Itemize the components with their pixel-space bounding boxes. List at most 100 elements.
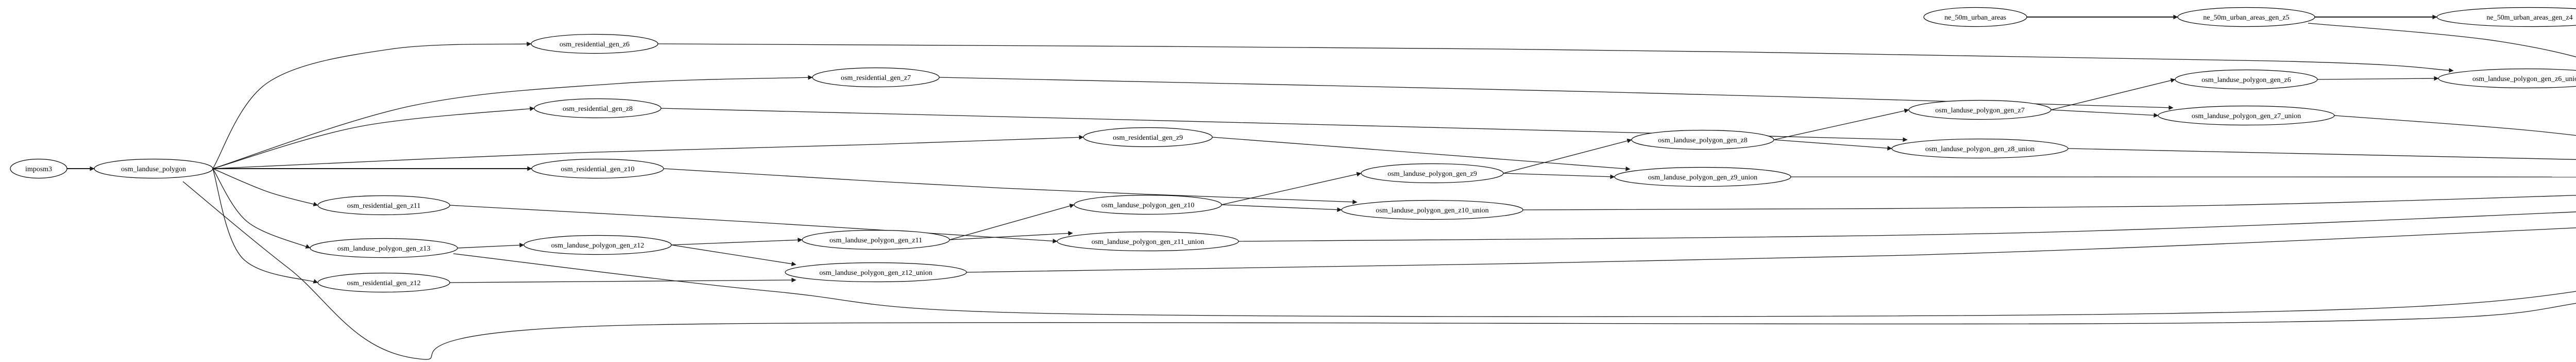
node-label-osm_landuse_polygon_gen_z10_union: osm_landuse_polygon_gen_z10_union <box>1376 207 1488 215</box>
node-ne_50m_urban_areas_gen_z4: ne_50m_urban_areas_gen_z4 <box>2436 7 2576 27</box>
edge-osm_landuse_polygon--layer_landuse-z14+ <box>182 181 2576 360</box>
node-osm_landuse_polygon_gen_z12: osm_landuse_polygon_gen_z12 <box>523 235 672 255</box>
edge-osm_landuse_polygon_gen_z10--osm_landuse_polygon_gen_z10_union <box>1221 204 1342 212</box>
node-label-osm_landuse_polygon_gen_z11: osm_landuse_polygon_gen_z11 <box>829 237 922 244</box>
edge-osm_residential_gen_z11--osm_landuse_polygon_gen_z11_union <box>449 205 1058 243</box>
edge-osm_landuse_polygon_gen_z13--osm_landuse_polygon_gen_z12 <box>457 242 524 249</box>
node-ellipse-osm_residential_gen_z10 <box>531 158 664 179</box>
node-imposm3: imposm3 <box>10 158 67 179</box>
edge-osm_landuse_polygon_gen_z9--osm_landuse_polygon_gen_z9_union <box>1503 173 1615 179</box>
node-osm_residential_gen_z8: osm_residential_gen_z8 <box>534 98 662 119</box>
edge-osm_landuse_polygon_gen_z6--osm_landuse_polygon_gen_z6_union <box>2317 76 2439 81</box>
edge-osm_residential_gen_z10--osm_landuse_polygon_gen_z10_union <box>663 168 1358 205</box>
node-osm_landuse_polygon_gen_z8_union: osm_landuse_polygon_gen_z8_union <box>1891 138 2069 159</box>
node-ellipse-osm_landuse_polygon_gen_z12 <box>523 235 672 255</box>
edge-osm_landuse_polygon_gen_z12--osm_landuse_polygon_gen_z12_union <box>671 244 796 267</box>
node-ellipse-osm_landuse_polygon_gen_z6_union <box>2438 68 2576 89</box>
edge-osm_landuse_polygon_gen_z7_union--layer_landuse-z7 <box>2334 115 2576 136</box>
node-label-osm_landuse_polygon_gen_z10: osm_landuse_polygon_gen_z10 <box>1101 202 1194 209</box>
node-label-osm_landuse_polygon_gen_z12_union: osm_landuse_polygon_gen_z12_union <box>819 269 932 277</box>
node-ellipse-imposm3 <box>10 158 67 179</box>
node-ellipse-osm_residential_gen_z7 <box>812 67 940 88</box>
node-label-osm_landuse_polygon_gen_z7_union: osm_landuse_polygon_gen_z7_union <box>2192 112 2301 120</box>
node-osm_residential_gen_z10: osm_residential_gen_z10 <box>531 158 664 179</box>
edge-osm_landuse_polygon_gen_z10_union--layer_landuse-z10 <box>1522 195 2576 210</box>
node-label-osm_landuse_polygon_gen_z6: osm_landuse_polygon_gen_z6 <box>2201 76 2291 84</box>
nodes-layer: imposm3 osm_landuse_polygon osm_residentia… <box>10 7 2576 293</box>
node-label-ne_50m_urban_areas: ne_50m_urban_areas <box>1944 14 2006 22</box>
edge-osm_landuse_polygon_gen_z7--osm_landuse_polygon_gen_z7_union <box>2050 109 2159 118</box>
edge-osm_landuse_polygon--osm_landuse_polygon_gen_z13 <box>212 168 311 249</box>
edge-osm_landuse_polygon_gen_z9--osm_landuse_polygon_gen_z8 <box>1503 138 1632 174</box>
node-label-osm_landuse_polygon_gen_z9: osm_landuse_polygon_gen_z9 <box>1387 170 1477 178</box>
node-osm_landuse_polygon_gen_z10: osm_landuse_polygon_gen_z10 <box>1074 194 1222 215</box>
node-ellipse-osm_residential_gen_z8 <box>534 98 662 119</box>
edge-osm_residential_gen_z12--osm_landuse_polygon_gen_z12_union <box>449 277 796 283</box>
node-label-imposm3: imposm3 <box>25 166 52 173</box>
node-label-osm_landuse_polygon_gen_z7: osm_landuse_polygon_gen_z7 <box>1935 107 2024 114</box>
node-label-osm_landuse_polygon_gen_z8: osm_landuse_polygon_gen_z8 <box>1658 137 1747 144</box>
node-osm_landuse_polygon_gen_z9_union: osm_landuse_polygon_gen_z9_union <box>1614 167 1791 187</box>
edge-osm_landuse_polygon_gen_z13--layer_landuse-z13 <box>453 253 2576 317</box>
edge-osm_residential_gen_z6--osm_landuse_polygon_gen_z6_union <box>657 43 2454 73</box>
node-ne_50m_urban_areas: ne_50m_urban_areas <box>1923 7 2027 27</box>
node-label-osm_residential_gen_z9: osm_residential_gen_z9 <box>1113 134 1183 142</box>
node-osm_landuse_polygon_gen_z9: osm_landuse_polygon_gen_z9 <box>1361 163 1504 184</box>
node-ellipse-ne_50m_urban_areas_gen_z4 <box>2436 7 2576 27</box>
edge-osm_landuse_polygon_gen_z11_union--layer_landuse-z11 <box>1238 211 2576 242</box>
node-ellipse-osm_landuse_polygon_gen_z11_union <box>1057 231 1239 252</box>
node-osm_landuse_polygon: osm_landuse_polygon <box>94 158 213 179</box>
node-osm_landuse_polygon_gen_z7: osm_landuse_polygon_gen_z7 <box>1908 100 2052 120</box>
edge-osm_landuse_polygon_gen_z12--osm_landuse_polygon_gen_z11 <box>671 237 803 245</box>
edge-ne_50m_urban_areas_gen_z5--layer_landuse-z5 <box>2308 23 2576 58</box>
edge-osm_landuse_polygon--osm_residential_gen_z11 <box>212 168 318 207</box>
node-ellipse-osm_landuse_polygon_gen_z9 <box>1361 163 1504 184</box>
edge-osm_landuse_polygon_gen_z12_union--layer_landuse-z12 <box>966 227 2576 273</box>
node-ellipse-ne_50m_urban_areas_gen_z5 <box>2177 7 2315 27</box>
edge-osm_landuse_polygon_gen_z8--osm_landuse_polygon_gen_z7 <box>1773 108 1909 140</box>
node-label-osm_landuse_polygon_gen_z8_union: osm_landuse_polygon_gen_z8_union <box>1925 145 2035 153</box>
node-ellipse-osm_landuse_polygon_gen_z6 <box>2175 69 2318 90</box>
node-label-osm_landuse_polygon: osm_landuse_polygon <box>121 166 186 173</box>
node-osm_landuse_polygon_gen_z6: osm_landuse_polygon_gen_z6 <box>2175 69 2318 90</box>
node-label-osm_landuse_polygon_gen_z13: osm_landuse_polygon_gen_z13 <box>337 245 430 253</box>
node-osm_residential_gen_z7: osm_residential_gen_z7 <box>812 67 940 88</box>
node-ne_50m_urban_areas_gen_z5: ne_50m_urban_areas_gen_z5 <box>2177 7 2315 27</box>
node-osm_landuse_polygon_gen_z6_union: osm_landuse_polygon_gen_z6_union <box>2438 68 2576 89</box>
node-ellipse-osm_landuse_polygon <box>94 158 213 179</box>
node-ellipse-osm_residential_gen_z9 <box>1083 127 1213 147</box>
node-osm_landuse_polygon_gen_z13: osm_landuse_polygon_gen_z13 <box>310 238 458 258</box>
node-osm_landuse_polygon_gen_z11_union: osm_landuse_polygon_gen_z11_union <box>1057 231 1239 252</box>
node-ellipse-osm_landuse_polygon_gen_z7_union <box>2158 105 2335 126</box>
node-label-osm_residential_gen_z8: osm_residential_gen_z8 <box>563 105 633 113</box>
node-ellipse-osm_landuse_polygon_gen_z12_union <box>785 262 967 283</box>
node-label-ne_50m_urban_areas_gen_z4: ne_50m_urban_areas_gen_z4 <box>2486 14 2572 22</box>
node-osm_residential_gen_z6: osm_residential_gen_z6 <box>531 34 658 54</box>
node-osm_residential_gen_z9: osm_residential_gen_z9 <box>1083 127 1213 147</box>
node-label-ne_50m_urban_areas_gen_z5: ne_50m_urban_areas_gen_z5 <box>2203 14 2289 22</box>
edges-layer <box>67 14 2576 360</box>
node-label-osm_landuse_polygon_gen_z6_union: osm_landuse_polygon_gen_z6_union <box>2472 75 2576 83</box>
node-ellipse-osm_landuse_polygon_gen_z11 <box>802 229 950 250</box>
edge-osm_landuse_polygon_gen_z8--osm_landuse_polygon_gen_z8_union <box>1773 139 1892 151</box>
node-ellipse-osm_landuse_polygon_gen_z8_union <box>1891 138 2069 159</box>
node-ellipse-osm_residential_gen_z11 <box>317 195 450 216</box>
edge-osm_landuse_polygon_gen_z10--osm_landuse_polygon_gen_z9 <box>1221 172 1362 205</box>
edge-osm_landuse_polygon--osm_residential_gen_z7 <box>212 75 813 169</box>
node-ellipse-osm_residential_gen_z12 <box>317 272 450 293</box>
edge-osm_residential_gen_z9--osm_landuse_polygon_gen_z9_union <box>1212 137 1631 171</box>
edge-osm_landuse_polygon_gen_z11--osm_landuse_polygon_gen_z11_union <box>949 231 1073 240</box>
edge-osm_landuse_polygon_gen_z11--osm_landuse_polygon_gen_z10 <box>949 203 1075 240</box>
node-osm_residential_gen_z12: osm_residential_gen_z12 <box>317 272 450 293</box>
node-osm_landuse_polygon_gen_z10_union: osm_landuse_polygon_gen_z10_union <box>1341 200 1523 220</box>
node-osm_landuse_polygon_gen_z11: osm_landuse_polygon_gen_z11 <box>802 229 950 250</box>
node-osm_landuse_polygon_gen_z7_union: osm_landuse_polygon_gen_z7_union <box>2158 105 2335 126</box>
edge-osm_landuse_polygon--osm_residential_gen_z6 <box>212 41 532 169</box>
node-label-osm_landuse_polygon_gen_z9_union: osm_landuse_polygon_gen_z9_union <box>1648 174 1757 182</box>
edge-osm_landuse_polygon--osm_residential_gen_z8 <box>212 106 535 169</box>
node-label-osm_residential_gen_z7: osm_residential_gen_z7 <box>841 74 911 82</box>
node-label-osm_residential_gen_z12: osm_residential_gen_z12 <box>347 279 420 287</box>
